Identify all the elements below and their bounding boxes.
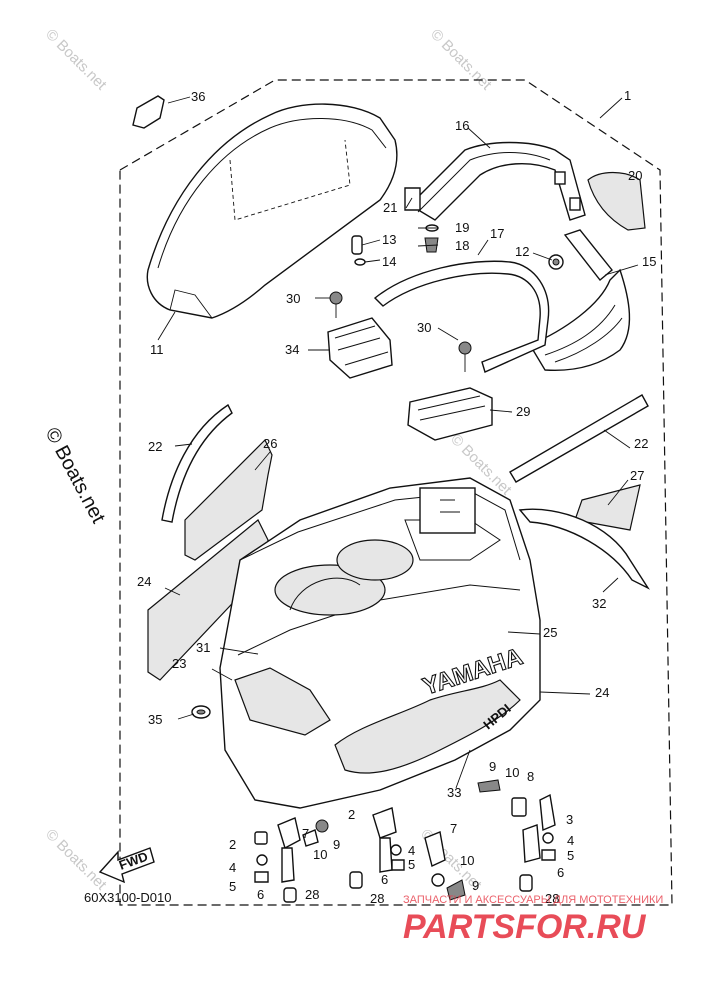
- callout-36: 36: [191, 89, 205, 104]
- callout-30a: 30: [286, 291, 300, 306]
- callout-18: 18: [455, 238, 469, 253]
- callout-6-left: 6: [257, 887, 264, 902]
- callout-33: 33: [447, 785, 461, 800]
- callout-22-left: 22: [148, 439, 162, 454]
- callout-8: 8: [527, 769, 534, 784]
- callout-4-center: 4: [408, 843, 415, 858]
- callout-10-right: 10: [505, 765, 519, 780]
- callout-12: 12: [515, 244, 529, 259]
- bracket-part-29: [407, 341, 493, 441]
- callout-6-center: 6: [381, 872, 388, 887]
- decal-part-27: [574, 484, 641, 531]
- callouts: 1 36 11 16 20 21 19 13 18 17 12 15 14 30…: [137, 88, 656, 906]
- callout-5-center: 5: [408, 857, 415, 872]
- callout-7-center: 7: [450, 821, 457, 836]
- callout-2-center: 2: [348, 807, 355, 822]
- callout-2-left: 2: [229, 837, 236, 852]
- shop-tagline: ЗАПЧАСТИ И АКСЕССУАРЫ ДЛЯ МОТОТЕХНИКИ: [403, 894, 663, 906]
- rear-panel-part-15: [528, 229, 631, 372]
- seal-part-17: [373, 260, 550, 373]
- callout-4-right: 4: [567, 833, 574, 848]
- callout-3: 3: [566, 812, 573, 827]
- callout-28-center: 28: [370, 891, 384, 906]
- latch-assembly-center: [349, 807, 466, 901]
- watermark-top-left: © Boats.net: [42, 26, 110, 94]
- latch-assembly-right: [477, 779, 556, 892]
- callout-6-right: 6: [557, 865, 564, 880]
- callout-32: 32: [592, 596, 606, 611]
- callout-9-center: 9: [472, 878, 479, 893]
- grommet-part-35: [191, 705, 211, 719]
- leader-lines: [157, 96, 639, 789]
- rear-cover-part-16: [408, 141, 586, 221]
- callout-9-left: 9: [333, 837, 340, 852]
- callout-5-right: 5: [567, 848, 574, 863]
- bottom-cowling: YAMAHA HPDI: [219, 477, 541, 809]
- callout-7-left: 7: [302, 826, 309, 841]
- callout-4-left: 4: [229, 860, 236, 875]
- bracket-part-34: [327, 291, 393, 379]
- fwd-arrow-icon: FWD: [98, 847, 155, 884]
- callout-30b: 30: [417, 320, 431, 335]
- grille-part-20: [587, 171, 646, 231]
- callout-1: 1: [624, 88, 631, 103]
- decal-part-32: [518, 508, 650, 590]
- callout-13: 13: [382, 232, 396, 247]
- callout-5-left: 5: [229, 879, 236, 894]
- callout-28-left: 28: [305, 887, 319, 902]
- callout-23: 23: [172, 656, 186, 671]
- strip-part-22-right: [509, 394, 649, 483]
- callout-31: 31: [196, 640, 210, 655]
- callout-35: 35: [148, 712, 162, 727]
- emblem-part-36: [132, 95, 165, 129]
- latch-assembly-left: [254, 817, 329, 903]
- top-cover-part-11: [146, 103, 398, 319]
- callout-29: 29: [516, 404, 530, 419]
- callout-28-right: 28: [545, 891, 559, 906]
- decal-part-26: [184, 438, 273, 561]
- callout-24-right: 24: [595, 685, 609, 700]
- watermark-top-right: © Boats.net: [427, 26, 495, 94]
- assembly-boundary: [119, 79, 673, 906]
- callout-19: 19: [455, 220, 469, 235]
- shop-branding: ЗАПЧАСТИ И АКСЕССУАРЫ ДЛЯ МОТОТЕХНИКИ PA…: [403, 894, 663, 946]
- watermark-bottom-left: © Boats.net: [42, 826, 110, 894]
- callout-22-right: 22: [634, 436, 648, 451]
- callout-20: 20: [628, 168, 642, 183]
- callout-27: 27: [630, 468, 644, 483]
- side-watermark: © Boats.net: [41, 424, 110, 527]
- callout-15: 15: [642, 254, 656, 269]
- callout-26: 26: [263, 436, 277, 451]
- callout-11: 11: [150, 342, 164, 357]
- callout-10-left: 10: [313, 847, 327, 862]
- strip-part-22-left: [161, 403, 233, 523]
- callout-21: 21: [383, 200, 397, 215]
- callout-10-center: 10: [460, 853, 474, 868]
- callout-25: 25: [543, 625, 557, 640]
- callout-14: 14: [382, 254, 396, 269]
- callout-9-right: 9: [489, 759, 496, 774]
- shop-logo: PARTSFOR.RU: [403, 908, 647, 946]
- callout-34: 34: [285, 342, 299, 357]
- callout-16: 16: [455, 118, 469, 133]
- callout-24-left: 24: [137, 574, 151, 589]
- callout-17: 17: [490, 226, 504, 241]
- diagram-code: 60X3100-D010: [84, 890, 171, 905]
